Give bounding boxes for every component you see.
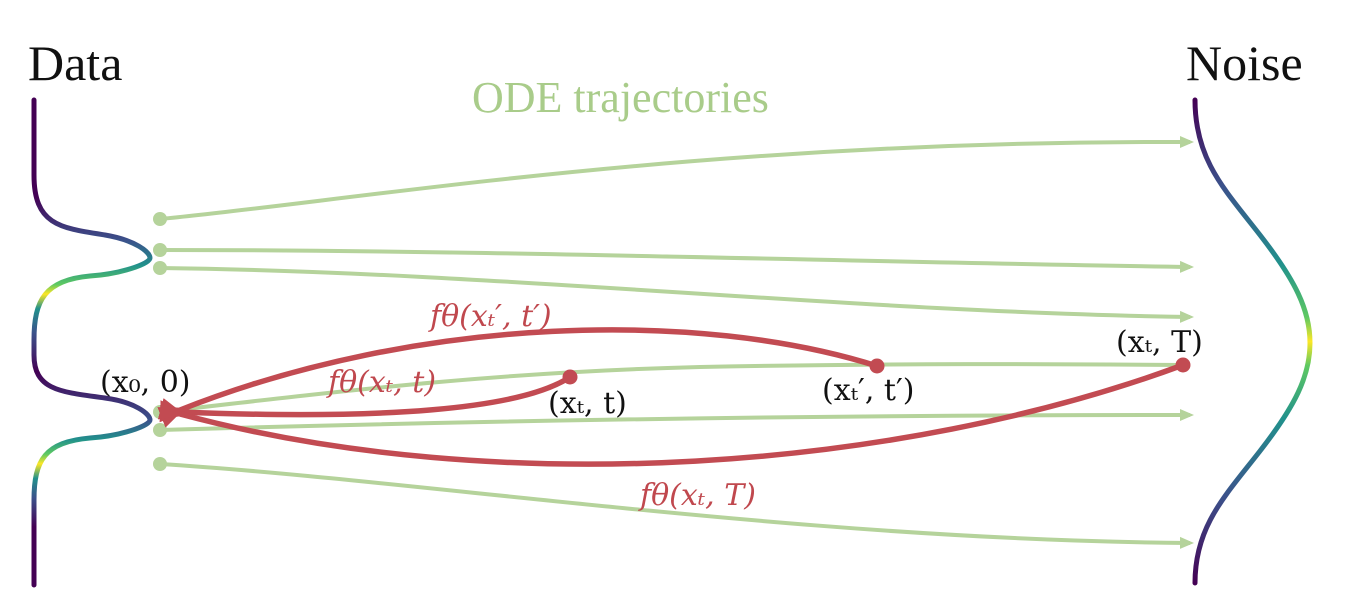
data-distribution-curve	[31, 97, 153, 588]
trajectory-start-dot	[153, 212, 167, 226]
trajectory-start-dot	[153, 423, 167, 437]
trajectory-start-dot	[153, 457, 167, 471]
label-xT: (xₜ, T)	[1116, 325, 1203, 360]
ode-trajectories-title: ODE trajectories	[472, 73, 769, 122]
point-xt-prime	[869, 358, 885, 374]
noise-distribution-curve	[1192, 97, 1313, 586]
ode-trajectory	[159, 462, 1194, 549]
label-f-xt: fθ(xₜ, t)	[326, 365, 436, 400]
noise-label: Noise	[1186, 35, 1303, 91]
point-xt	[562, 369, 578, 385]
ode-trajectory	[159, 248, 1194, 273]
label-xt: (xₜ, t)	[548, 386, 627, 421]
data-label: Data	[28, 35, 122, 91]
label-x0: (x₀, 0)	[100, 365, 191, 400]
ode-trajectory	[159, 266, 1194, 323]
trajectory-start-dot	[153, 261, 167, 275]
label-f-xt-prime: fθ(xₜ′, t′)	[428, 299, 552, 334]
label-f-xT: fθ(xₜ, T)	[638, 478, 756, 513]
ode-trajectory	[159, 135, 1194, 221]
label-xt-prime: (xₜ′, t′)	[822, 373, 914, 408]
point-xT	[1175, 357, 1191, 373]
ode-trajectory	[159, 362, 1184, 414]
consistency-arrow-xT	[157, 362, 1184, 467]
trajectory-start-dot	[153, 243, 167, 257]
trajectory-start-dot	[153, 405, 167, 419]
consistency-arrow-xt	[159, 374, 572, 423]
ode-trajectory	[159, 409, 1194, 432]
consistency-arrow-xt-prime	[157, 327, 878, 428]
